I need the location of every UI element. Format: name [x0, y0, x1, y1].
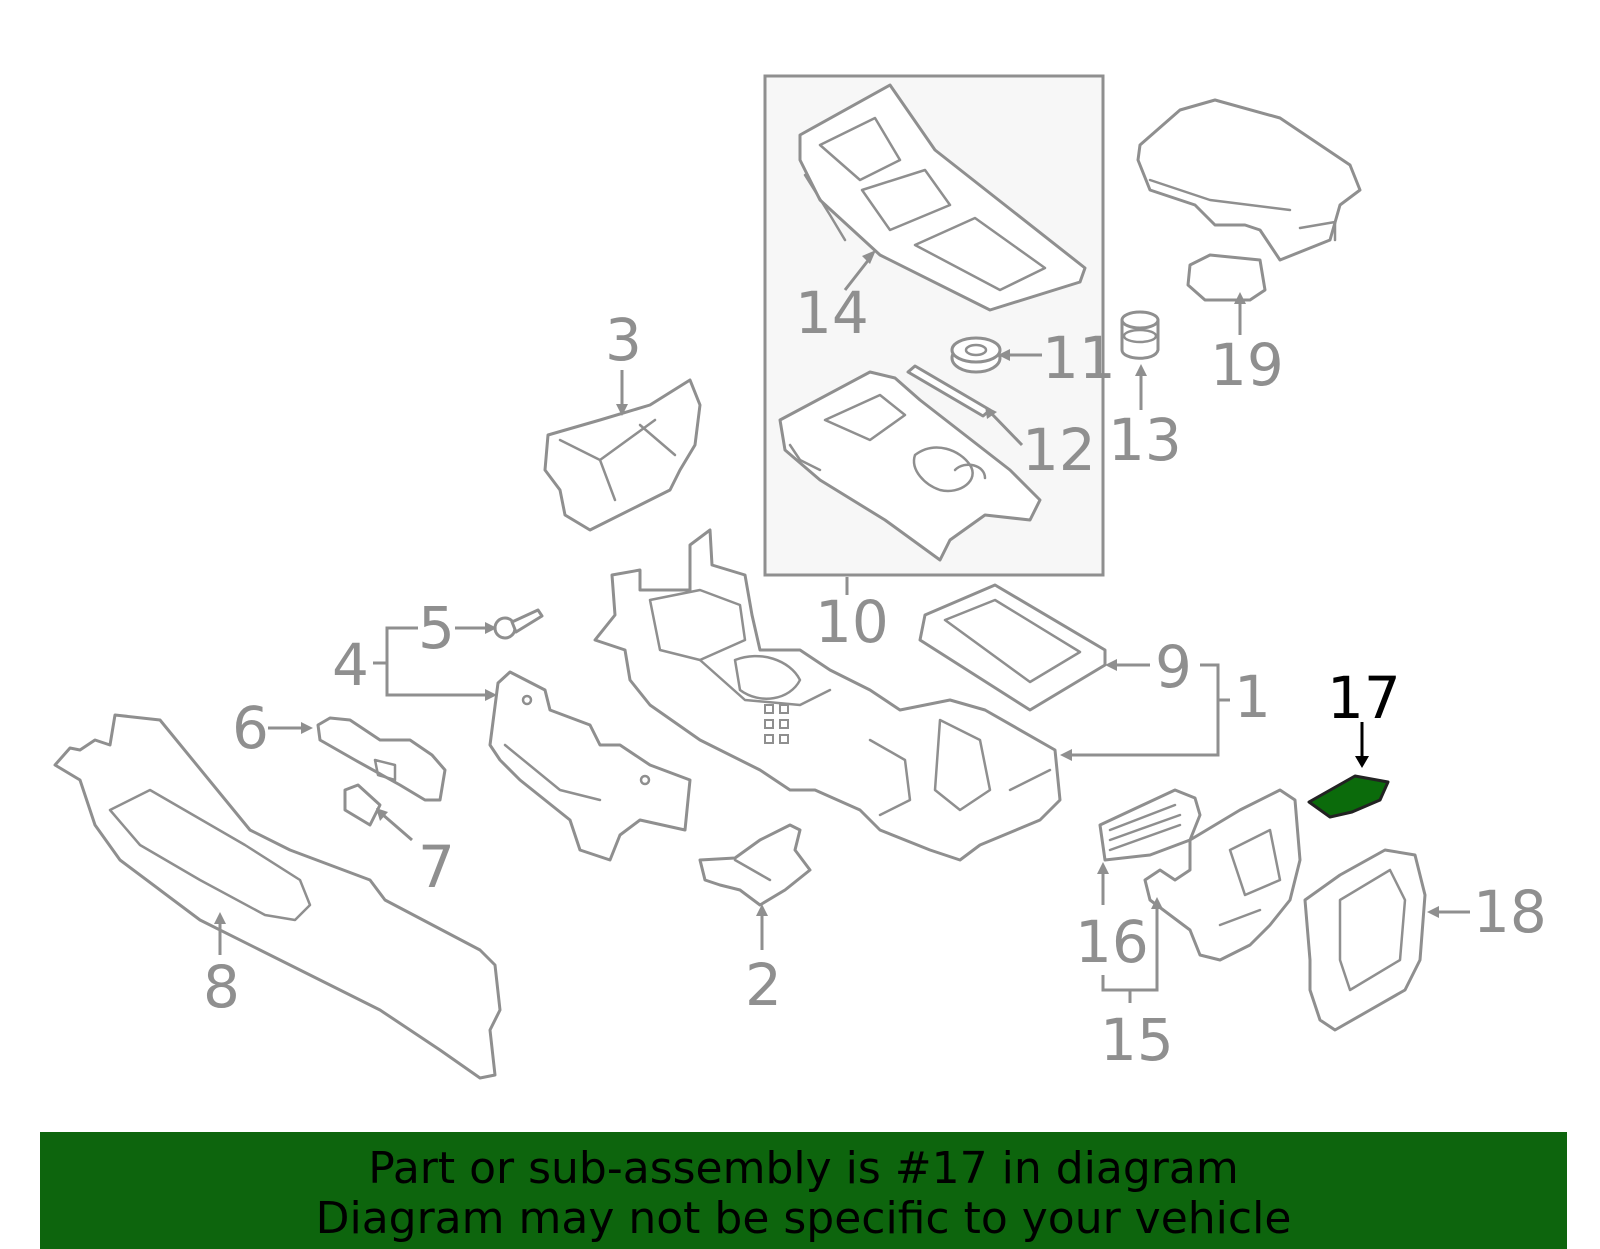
- callout-15: 15: [1100, 1006, 1174, 1074]
- part-1-console-body[interactable]: [593, 528, 1062, 862]
- callout-3: 3: [605, 306, 642, 374]
- callout-10: 10: [815, 588, 889, 656]
- callout-1: 1: [1234, 663, 1271, 731]
- part-15-rear-console[interactable]: [1143, 788, 1302, 962]
- part-9-tray[interactable]: [918, 583, 1107, 712]
- callout-13: 13: [1108, 406, 1182, 474]
- callout-12: 12: [1022, 416, 1096, 484]
- part-8-side-panel[interactable]: [53, 713, 502, 1080]
- info-banner: Part or sub-assembly is #17 in diagram D…: [40, 1132, 1567, 1249]
- callout-11: 11: [1042, 324, 1116, 392]
- callout-7: 7: [418, 833, 455, 901]
- part-3-bracket[interactable]: [543, 378, 702, 532]
- callout-18: 18: [1473, 878, 1547, 946]
- callout-9: 9: [1155, 633, 1192, 701]
- callout-5: 5: [418, 594, 455, 662]
- callout-17: 17: [1327, 664, 1401, 732]
- part-18-end-panel[interactable]: [1303, 848, 1427, 1032]
- callout-labels: 1 2 3 4 5 6 7 8 9 10 11 12 13 14 15 16 1…: [203, 279, 1547, 1074]
- part-11-ring[interactable]: [950, 336, 1002, 374]
- callout-16: 16: [1075, 908, 1149, 976]
- part-19-armrest-lid[interactable]: [1136, 98, 1362, 302]
- part-6-trim-piece[interactable]: [316, 716, 447, 802]
- part-5-clip[interactable]: [493, 608, 544, 640]
- part-4-side-panel[interactable]: [488, 670, 692, 862]
- leader-lines: [214, 250, 1470, 1003]
- callout-6: 6: [232, 694, 269, 762]
- banner-line-1: Part or sub-assembly is #17 in diagram: [368, 1143, 1239, 1194]
- callout-19: 19: [1210, 331, 1284, 399]
- part-2-bracket[interactable]: [698, 823, 812, 907]
- part-14-console-trim[interactable]: [798, 83, 1087, 312]
- part-13-cup[interactable]: [1120, 310, 1160, 360]
- callout-14: 14: [795, 279, 869, 347]
- part-7-clip[interactable]: [343, 783, 382, 827]
- vent-grid: [764, 704, 789, 744]
- callout-8: 8: [203, 953, 240, 1021]
- part-17-highlighted[interactable]: [1307, 774, 1390, 819]
- callout-4: 4: [332, 631, 369, 699]
- banner-line-2: Diagram may not be specific to your vehi…: [315, 1193, 1292, 1244]
- part-10-shifter-bezel[interactable]: [778, 370, 1042, 562]
- callout-2: 2: [745, 951, 782, 1019]
- part-16-vent-bezel[interactable]: [1098, 788, 1202, 862]
